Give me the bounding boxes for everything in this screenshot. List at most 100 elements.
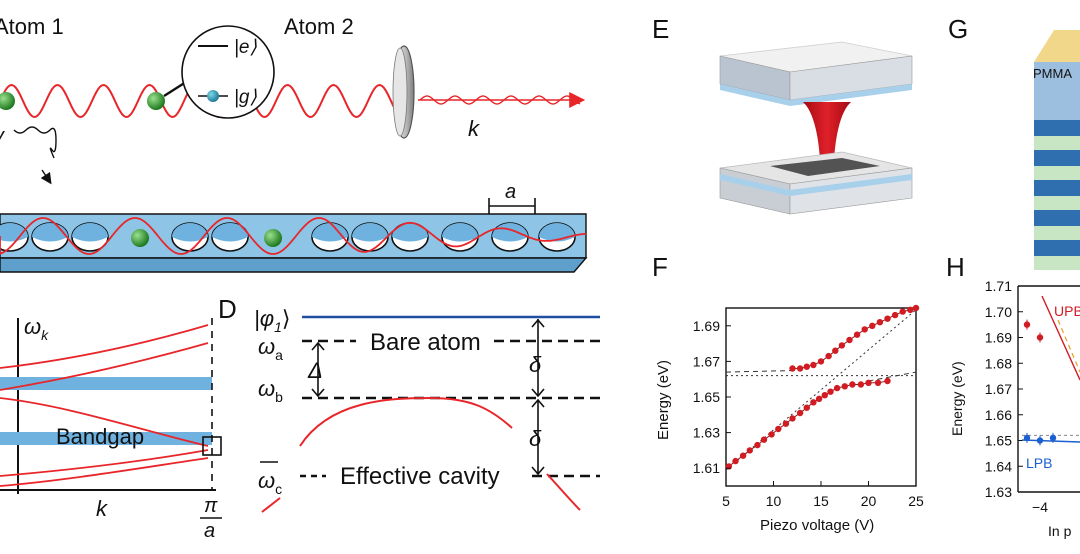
air-hole bbox=[491, 222, 529, 252]
f-data-point bbox=[817, 358, 825, 365]
band-diagram: ωk Bandgap k π a bbox=[0, 314, 222, 542]
f-data-point bbox=[849, 381, 856, 388]
f-data-point bbox=[810, 361, 817, 369]
dbr-layer bbox=[1034, 166, 1080, 180]
effective-cavity-label: Effective cavity bbox=[340, 463, 500, 490]
ground-electron bbox=[207, 90, 219, 102]
band-x-label: k bbox=[96, 496, 108, 521]
f-data-point bbox=[803, 363, 810, 370]
h-ylabel: Energy (eV) bbox=[949, 361, 965, 436]
svg-text:ωk: ωk bbox=[24, 314, 49, 343]
h-y-tick: 1.66 bbox=[985, 407, 1012, 423]
f-y-tick: 1.61 bbox=[693, 460, 720, 476]
h-y-tick: 1.68 bbox=[985, 355, 1012, 371]
f-data-point bbox=[907, 306, 914, 313]
air-hole bbox=[311, 222, 349, 252]
svg-text:|φ1⟩: |φ1⟩ bbox=[254, 306, 290, 335]
f-data-point bbox=[869, 322, 876, 329]
f-data-point bbox=[884, 377, 891, 385]
dbr-layer bbox=[1034, 210, 1080, 226]
omega-a-label: ω bbox=[258, 334, 275, 359]
panel-g: G PMMA bbox=[948, 14, 1080, 270]
dbr-layer bbox=[1034, 136, 1080, 150]
f-ylabel: Energy (eV) bbox=[655, 360, 672, 440]
lattice-constant-label: a bbox=[505, 181, 516, 203]
ground-state-label: |g⟩ bbox=[234, 87, 258, 108]
f-data-point bbox=[857, 381, 865, 388]
f-data-point bbox=[796, 365, 804, 372]
air-hole bbox=[31, 222, 69, 252]
h-data-point bbox=[1036, 334, 1044, 341]
dbr-layer bbox=[1034, 256, 1080, 270]
pmma-label: PMMA bbox=[1033, 66, 1072, 81]
bare-atom-label: Bare atom bbox=[370, 329, 481, 356]
dbr-layer bbox=[1034, 120, 1080, 136]
f-data-point bbox=[768, 431, 775, 438]
band-y-label: ω bbox=[24, 314, 41, 339]
f-y-tick: 1.63 bbox=[693, 425, 720, 441]
f-data-point bbox=[775, 425, 782, 433]
f-x-tick: 25 bbox=[908, 493, 924, 509]
h-lpb-fit bbox=[1021, 439, 1080, 443]
f-data-point bbox=[861, 326, 868, 333]
h-data-point bbox=[1023, 321, 1031, 328]
excited-state-label: |e⟩ bbox=[234, 37, 258, 58]
h-y-tick: 1.69 bbox=[985, 330, 1012, 346]
f-y-tick: 1.65 bbox=[693, 389, 720, 405]
h-data-points bbox=[1021, 295, 1080, 446]
f-x-tick: 5 bbox=[722, 493, 730, 509]
air-hole bbox=[391, 222, 429, 252]
h-ticks: 1.631.641.651.661.671.681.691.701.71−4 bbox=[985, 278, 1048, 515]
f-data-point bbox=[821, 392, 828, 399]
f-data-points bbox=[725, 304, 920, 471]
guided-wave bbox=[0, 217, 587, 255]
h-data-point bbox=[1049, 434, 1057, 442]
f-data-point bbox=[838, 342, 846, 349]
atom1-label: Atom 1 bbox=[0, 14, 64, 39]
panel-d: D |φ1⟩ ωa Bare atom ωb Δ δ δ ωc bbox=[218, 294, 600, 513]
h-y-tick: 1.65 bbox=[985, 433, 1012, 449]
dbr-layer bbox=[1034, 226, 1080, 240]
f-x-tick: 20 bbox=[861, 493, 877, 509]
h-y-tick: 1.70 bbox=[985, 304, 1012, 320]
lpb-label: LPB bbox=[1026, 455, 1052, 471]
svg-text:ωa: ωa bbox=[258, 334, 283, 363]
atom1 bbox=[0, 92, 15, 110]
air-hole bbox=[351, 222, 389, 252]
f-data-point bbox=[833, 384, 841, 392]
h-x-tick: −4 bbox=[1032, 499, 1048, 515]
emission-label: γ bbox=[0, 125, 5, 147]
f-data-point bbox=[827, 388, 834, 395]
phi-label: |φ bbox=[254, 306, 274, 331]
f-data-point bbox=[732, 457, 739, 465]
f-data-point bbox=[803, 404, 810, 411]
upb-label: UPB bbox=[1054, 303, 1080, 319]
f-y-tick: 1.67 bbox=[693, 353, 720, 369]
air-hole bbox=[71, 222, 109, 252]
dispersion-curve bbox=[299, 396, 513, 447]
h-data-point bbox=[1036, 437, 1044, 444]
h-y-tick: 1.71 bbox=[985, 278, 1012, 294]
atoms-panel: Atom 1 Atom 2 k |e⟩ |g⟩ γ bbox=[0, 14, 586, 185]
emission-arrow bbox=[40, 169, 52, 185]
wavevector-label: k bbox=[468, 116, 480, 141]
f-data-point bbox=[782, 420, 790, 427]
svg-text:ωc: ωc bbox=[258, 468, 282, 497]
svg-text:ωb: ωb bbox=[258, 376, 283, 405]
panel-label-f: F bbox=[652, 252, 668, 282]
atom2 bbox=[147, 92, 165, 110]
edge-numerator: π bbox=[204, 495, 218, 517]
big-delta-label: Δ bbox=[307, 358, 323, 383]
f-data-point bbox=[789, 365, 796, 372]
f-data-point bbox=[789, 415, 796, 422]
waveguide-atom-1 bbox=[131, 229, 149, 247]
f-y-tick: 1.69 bbox=[693, 318, 720, 334]
f-data-point bbox=[810, 399, 817, 406]
h-y-tick: 1.64 bbox=[985, 458, 1012, 474]
air-hole bbox=[171, 222, 209, 252]
f-data-point bbox=[891, 311, 899, 319]
f-data-point bbox=[841, 383, 848, 390]
